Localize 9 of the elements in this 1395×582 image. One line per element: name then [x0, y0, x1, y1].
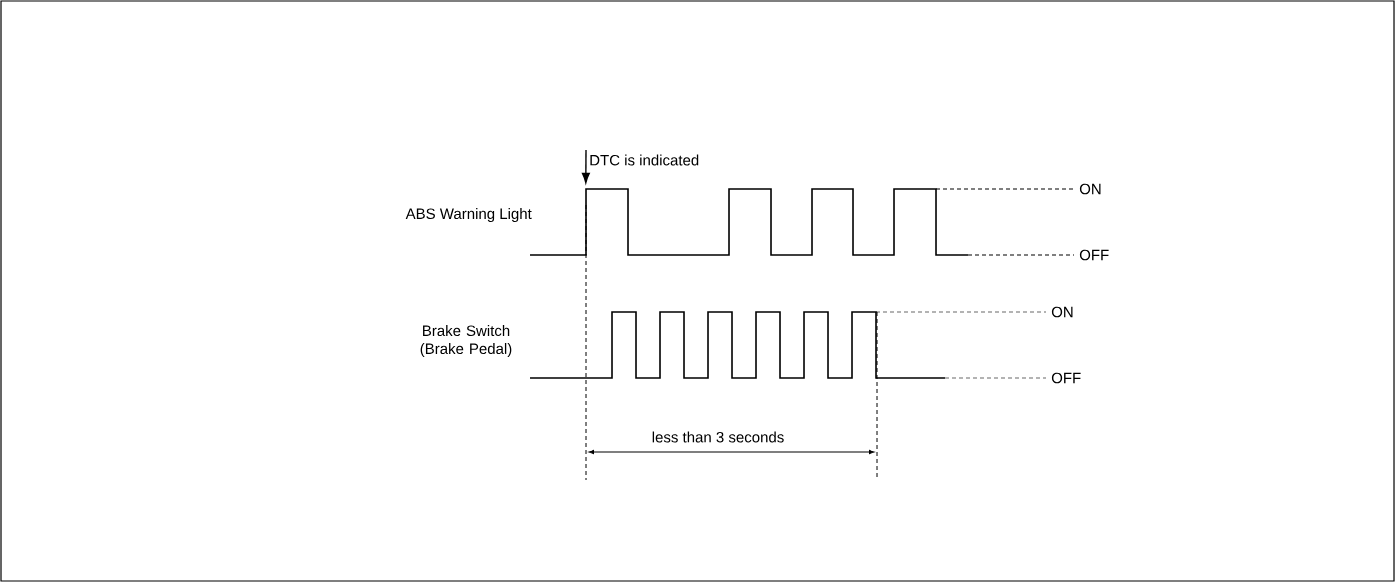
- annotation-text: DTC is indicated: [590, 154, 699, 166]
- signal-label: ABS Warning Light: [405, 208, 532, 222]
- dimension-label: less than 3 seconds: [652, 431, 784, 443]
- signal-label: Brake Switch (Brake Pedal): [420, 325, 512, 357]
- state-label: OFF: [1051, 372, 1081, 384]
- arrow: [581, 149, 590, 184]
- state-label: OFF: [1079, 249, 1109, 261]
- state-label: ON: [1051, 306, 1073, 318]
- state-label: ON: [1079, 183, 1101, 195]
